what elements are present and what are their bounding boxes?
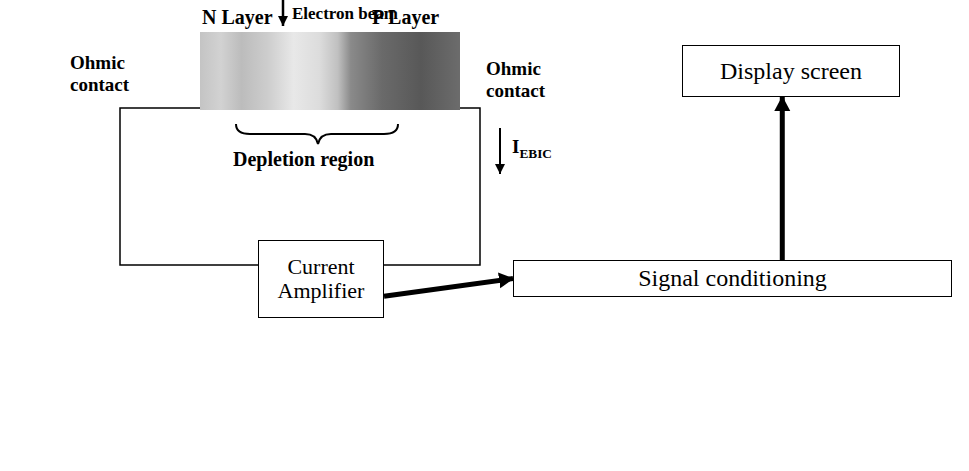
- beam-arrow: [282, 0, 285, 26]
- box-text: Signal conditioning: [638, 265, 827, 291]
- current-label-text: I: [512, 136, 519, 157]
- box-text: Current Amplifier: [267, 255, 375, 303]
- contact-label: Ohmic contact: [70, 52, 150, 96]
- contact-label: Ohmic contact: [486, 58, 566, 102]
- region-label-text: Depletion region: [233, 148, 374, 170]
- amplifier-box: Current Amplifier: [258, 240, 384, 318]
- region-label: Depletion region: [233, 148, 374, 171]
- display-box: Display screen: [682, 45, 900, 97]
- signal-arrow: [384, 279, 513, 297]
- box-text: Display screen: [720, 58, 862, 84]
- contact-label-text: Ohmic contact: [486, 58, 545, 101]
- layer-label: N Layer: [202, 6, 273, 29]
- current-subscript: EBIC: [519, 146, 552, 161]
- left-wire: [120, 108, 258, 265]
- contact-label-text: Ohmic contact: [70, 52, 129, 95]
- current-label: IEBIC: [512, 136, 552, 161]
- layer-label: P Layer: [372, 6, 439, 29]
- current-arrow: [499, 128, 501, 174]
- signal-arrow: [780, 97, 785, 260]
- semiconductor-bar: [200, 32, 460, 110]
- process-box: Signal conditioning: [513, 260, 952, 297]
- right-wire: [382, 108, 480, 265]
- depletion-bracket: [236, 124, 398, 144]
- layer-label-text: P Layer: [372, 6, 439, 28]
- layer-label-text: N Layer: [202, 6, 273, 28]
